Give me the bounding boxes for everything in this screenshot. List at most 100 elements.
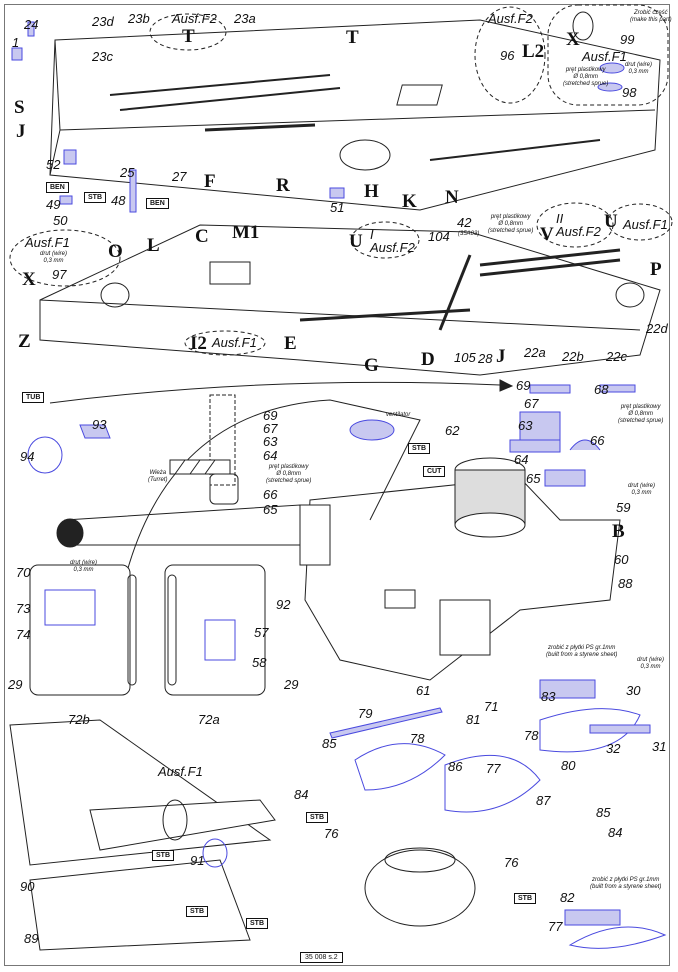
callout-label-note: pręt plastikowy Ø 0,8mm (stretched sprue…	[266, 464, 312, 484]
callout-label-num: 72b	[68, 712, 90, 727]
arrow-head-icon	[499, 379, 514, 392]
callout-label-ausf: Ausf.F2	[172, 11, 217, 26]
callout-ausf-f1-i2	[184, 330, 266, 356]
page-frame	[4, 4, 670, 966]
callout-label-note: pręt plastikowy Ø 0,8mm (stretched sprue…	[563, 67, 609, 87]
callout-label-num: 88	[618, 576, 633, 591]
callout-label-num: 79	[358, 706, 373, 721]
callout-label-num: 96	[500, 48, 515, 63]
callout-label-ausf: Ausf.F2	[488, 11, 533, 26]
upper-hull-top	[49, 19, 661, 211]
callout-label-num: 105	[454, 350, 476, 365]
callout-label-letter: U	[349, 231, 363, 252]
callout-label-num: 82	[560, 890, 575, 905]
callout-label-num: 31	[652, 739, 667, 754]
callout-label-ausf: Ausf.F1	[582, 49, 627, 64]
page-number: 35 008 s.2	[300, 952, 343, 963]
callout-label-num: 63	[518, 418, 533, 433]
callout-label-box: STB	[186, 906, 208, 917]
callout-label-letter: D	[421, 349, 435, 370]
callout-label-num: 64	[514, 452, 529, 467]
callout-label-num: 78	[410, 731, 425, 746]
callout-label-note: zrobić z płytki PS gr.1mm (built from a …	[590, 877, 662, 890]
cupola-section-detail	[169, 394, 239, 505]
callout-label-num: 28	[478, 351, 493, 366]
callout-label-note: drut (wire) 0,3 mm	[637, 657, 665, 670]
lower-hull-side	[39, 224, 661, 376]
callout-label-num: 23b	[128, 11, 150, 26]
callout-label-letter: L2	[522, 41, 545, 62]
callout-label-num: 61	[416, 683, 431, 698]
callout-label-box: STB	[306, 812, 328, 823]
gun-mount-detail	[9, 719, 276, 951]
hatch-doors	[29, 564, 266, 696]
callout-label-num: 84	[294, 787, 309, 802]
callout-label-num: 30	[626, 683, 641, 698]
callout-label-box: CUT	[423, 466, 446, 477]
highlighted-parts-top	[11, 21, 625, 213]
callout-label-num: 76	[324, 826, 339, 841]
callout-label-num: 67	[524, 396, 539, 411]
callout-label-letter: J	[16, 121, 26, 142]
callout-label-letter: J	[496, 346, 506, 367]
callout-label-num: 65	[526, 471, 541, 486]
callout-label-num: 76	[504, 855, 519, 870]
callout-label-num: 58	[252, 655, 267, 670]
callout-label-num: 23d	[92, 14, 114, 29]
callout-label-num: 87	[536, 793, 551, 808]
callout-ausf-f2	[149, 13, 227, 51]
callout-label-num: 86	[448, 759, 463, 774]
callout-label-num: 29	[8, 677, 23, 692]
callout-x-detail	[547, 4, 669, 106]
callout-label-letter: G	[364, 355, 379, 376]
callout-label-num: 65	[263, 502, 278, 517]
callout-label-ausf: Ausf.F1	[25, 235, 70, 250]
callout-label-num: 78	[524, 728, 539, 743]
callout-label-num: 42	[457, 215, 472, 230]
callout-label-letter: C	[195, 226, 209, 247]
callout-label-num: 51	[330, 200, 345, 215]
callout-label-ausf: I Ausf.F2	[370, 227, 415, 255]
callout-label-num: 93	[92, 417, 107, 432]
callout-label-num: 83	[541, 689, 556, 704]
callout-label-num: 89	[24, 931, 39, 946]
callout-label-letter: X	[566, 29, 580, 50]
callout-label-num: 85	[322, 736, 337, 751]
callout-label-box: STB	[408, 443, 430, 454]
separator-arrow	[49, 381, 501, 404]
callout-label-num: 23a	[234, 11, 256, 26]
callout-label-num: 22c	[606, 349, 627, 364]
callout-label-letter: O	[108, 241, 123, 262]
callout-label-num: 22a	[524, 345, 546, 360]
callout-label-box: STB	[152, 850, 174, 861]
callout-label-num: 98	[622, 85, 637, 100]
callout-label-num: 22b	[562, 349, 584, 364]
callout-label-num: 91	[190, 853, 205, 868]
callout-label-num: 29	[284, 677, 299, 692]
callout-label-num: 70	[16, 565, 31, 580]
callout-label-letter: N	[445, 187, 459, 208]
callout-label-num: 27	[172, 169, 187, 184]
callout-label-box: TUB	[22, 392, 45, 403]
callout-label-num: 62	[445, 423, 460, 438]
callout-label-letter: T	[182, 26, 195, 47]
callout-label-num: 22d	[646, 321, 668, 336]
callout-label-num: 24	[24, 17, 39, 32]
callout-label-num: 25	[120, 165, 135, 180]
callout-label-num: 69	[516, 378, 531, 393]
callout-label-num: 50	[53, 213, 68, 228]
callout-label-num: 49	[46, 197, 61, 212]
callout-label-num: 1	[12, 35, 20, 50]
callout-label-num: 81	[466, 712, 481, 727]
callout-label-note: Wieża (Turret)	[148, 470, 168, 483]
callout-label-letter: F	[204, 171, 216, 192]
callout-label-num: 84	[608, 825, 623, 840]
callout-label-ausf: Ausf.F1	[212, 335, 257, 350]
callout-label-num: 60	[614, 552, 629, 567]
callout-label-letter: T	[346, 27, 359, 48]
callout-label-note: zrobić z płytki PS gr.1mm (built from a …	[546, 645, 618, 658]
callout-label-ausf: Ausf.F1	[623, 217, 668, 232]
callout-label-letter: M1	[232, 222, 260, 243]
callout-label-num: 59	[616, 500, 631, 515]
